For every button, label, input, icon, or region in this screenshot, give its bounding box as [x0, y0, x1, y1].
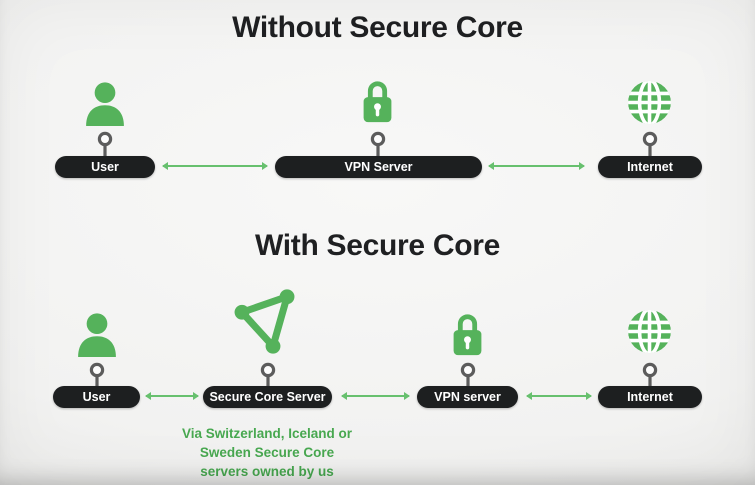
node-label-internet: Internet	[598, 386, 702, 408]
pin-connector-icon	[640, 362, 660, 392]
node-label-user: User	[55, 156, 155, 178]
node-label-secure-core-server: Secure Core Server	[203, 386, 332, 408]
node-label-vpn-server: VPN server	[417, 386, 518, 408]
bidirectional-arrow	[145, 392, 199, 400]
lock-icon	[360, 78, 395, 124]
bidirectional-arrow	[488, 162, 585, 170]
caption-line: servers owned by us	[200, 464, 334, 479]
caption-line: Via Switzerland, Iceland or	[181, 426, 353, 441]
user-icon	[74, 312, 120, 357]
node-label-vpn-server: VPN Server	[275, 156, 482, 178]
section-title-with-secure-core: With Secure Core	[255, 229, 500, 262]
section-title-without-secure-core: Without Secure Core	[232, 11, 523, 44]
node-label-internet: Internet	[598, 156, 702, 178]
caption-line: Sweden Secure Core	[199, 445, 335, 460]
secure-core-triangle-icon	[233, 287, 299, 355]
globe-icon	[628, 310, 671, 353]
lock-icon	[450, 311, 485, 357]
secure-core-caption: Via Switzerland, Iceland or Sweden Secur…	[147, 424, 387, 481]
globe-icon	[628, 81, 671, 124]
bidirectional-arrow	[341, 392, 410, 400]
pin-connector-icon	[368, 131, 388, 161]
bidirectional-arrow	[526, 392, 592, 400]
node-label-user: User	[53, 386, 140, 408]
user-icon	[82, 81, 128, 126]
bidirectional-arrow	[162, 162, 268, 170]
